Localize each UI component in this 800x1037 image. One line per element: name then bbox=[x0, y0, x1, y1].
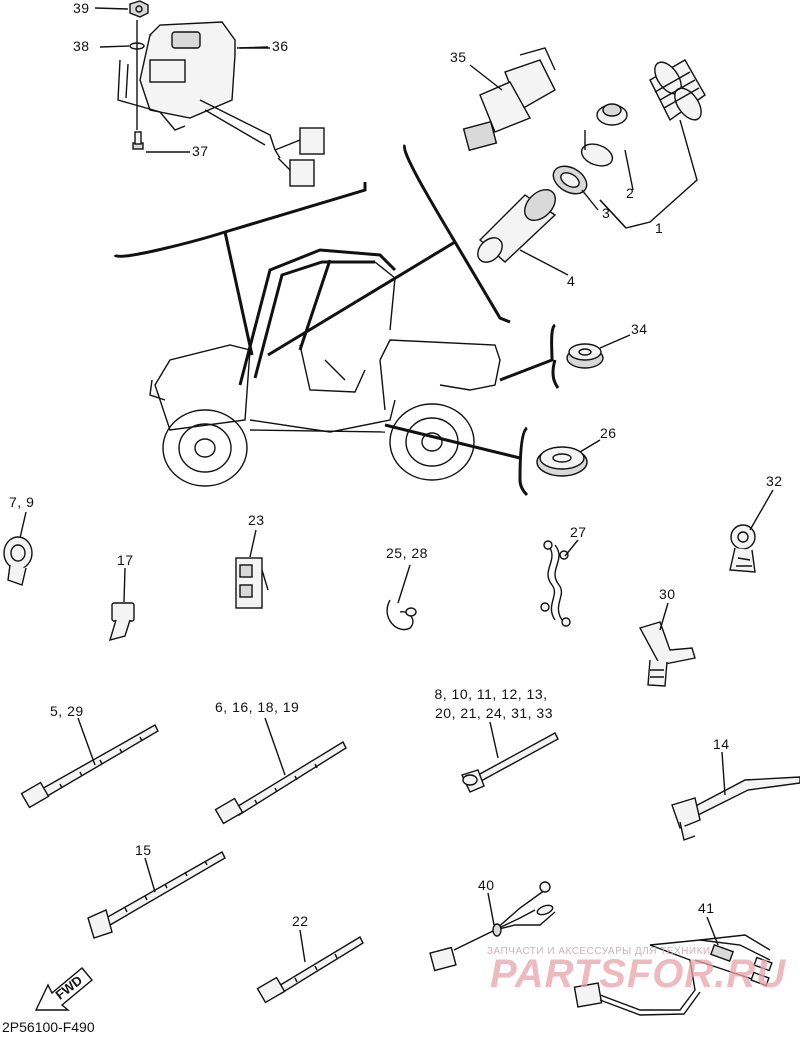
callout-39: 39 bbox=[73, 0, 90, 16]
callout-37: 37 bbox=[192, 143, 209, 159]
socket-1[interactable] bbox=[649, 58, 706, 125]
cable-tie-8-set[interactable] bbox=[461, 732, 559, 793]
callout-1: 1 bbox=[655, 220, 664, 236]
switch-assembly-36[interactable] bbox=[117, 21, 325, 187]
callout-2: 2 bbox=[626, 185, 635, 201]
bolt-37[interactable] bbox=[132, 131, 144, 150]
clip-30[interactable] bbox=[638, 621, 696, 687]
clip-25-28[interactable] bbox=[386, 599, 417, 631]
cable-tie-15[interactable] bbox=[87, 851, 226, 939]
harness-41[interactable] bbox=[573, 934, 773, 1016]
diagram-code: 2P56100-F490 bbox=[2, 1019, 95, 1035]
callout-36: 36 bbox=[272, 38, 289, 54]
callout-30: 30 bbox=[659, 586, 676, 602]
callout-5-29: 5, 29 bbox=[50, 703, 84, 719]
cable-tie-5-29[interactable] bbox=[20, 724, 159, 809]
callout-23: 23 bbox=[248, 512, 265, 528]
callout-38: 38 bbox=[73, 38, 90, 54]
callout-22: 22 bbox=[292, 913, 309, 929]
callout-34: 34 bbox=[631, 321, 648, 337]
clip-7-9[interactable] bbox=[3, 536, 33, 586]
callout-4: 4 bbox=[567, 273, 576, 289]
harness-40[interactable] bbox=[429, 881, 556, 972]
callout-17: 17 bbox=[117, 552, 134, 568]
callout-40: 40 bbox=[478, 877, 495, 893]
watermark-logo: PARTSFOR.RU bbox=[490, 952, 787, 996]
callout-8-line1: 8, 10, 11, 12, 13, bbox=[434, 686, 548, 702]
callout-3: 3 bbox=[602, 205, 611, 221]
nut-39[interactable] bbox=[129, 0, 149, 18]
callout-41: 41 bbox=[698, 900, 715, 916]
boot-4[interactable] bbox=[473, 184, 561, 267]
nut-3[interactable] bbox=[548, 161, 591, 200]
callout-7-9: 7, 9 bbox=[9, 494, 35, 510]
clip-17[interactable] bbox=[108, 602, 135, 641]
callout-25-28: 25, 28 bbox=[386, 545, 428, 561]
clip-27[interactable] bbox=[540, 540, 571, 627]
callout-8-line2: 20, 21, 24, 31, 33 bbox=[435, 705, 553, 721]
callout-14: 14 bbox=[713, 736, 730, 752]
callout-15: 15 bbox=[135, 842, 152, 858]
fwd-arrow-icon bbox=[34, 967, 93, 1011]
grommet-26[interactable] bbox=[536, 446, 588, 477]
clip-32[interactable] bbox=[729, 524, 756, 573]
cable-tie-6-16-18-19[interactable] bbox=[214, 741, 347, 825]
watermark-tagline: ЗАПЧАСТИ И АКСЕССУАРЫ ДЛЯ ТЕХНИКИ bbox=[487, 946, 711, 957]
callout-6-16-18-19: 6, 16, 18, 19 bbox=[215, 699, 300, 715]
sensor-35[interactable] bbox=[462, 47, 556, 152]
cable-tie-22[interactable] bbox=[256, 936, 364, 1004]
callout-35: 35 bbox=[450, 49, 467, 65]
callout-27: 27 bbox=[570, 524, 587, 540]
cable-tie-14[interactable] bbox=[671, 776, 800, 841]
grommet-34[interactable] bbox=[566, 343, 604, 369]
clip-23[interactable] bbox=[235, 557, 269, 609]
utv-vehicle bbox=[149, 248, 501, 487]
callout-26: 26 bbox=[600, 425, 617, 441]
callout-32: 32 bbox=[766, 473, 783, 489]
cap-2[interactable] bbox=[579, 103, 628, 170]
